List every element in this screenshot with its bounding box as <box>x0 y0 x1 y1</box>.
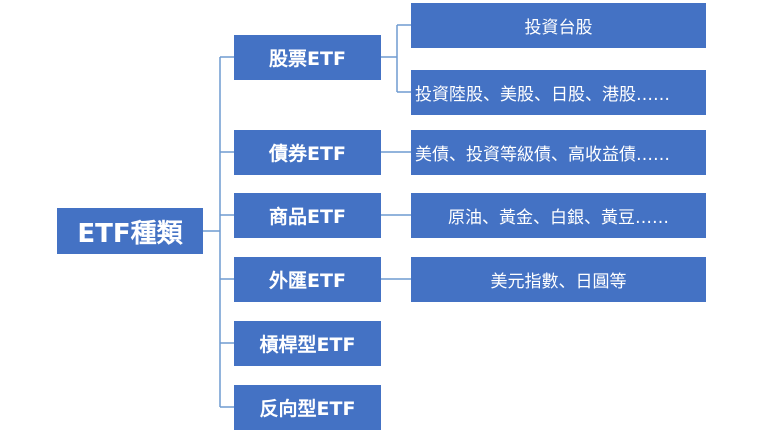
detail-foreign-stocks: 投資陸股、美股、日股、港股…… <box>411 70 706 115</box>
category-leveraged-etf: 槓桿型ETF <box>234 321 381 366</box>
category-inverse-etf: 反向型ETF <box>234 385 381 430</box>
detail-commodity-types: 原油、黃金、白銀、黃豆…… <box>411 193 706 238</box>
detail-currency-types: 美元指數、日圓等 <box>411 257 706 302</box>
category-stock-etf: 股票ETF <box>234 35 381 80</box>
category-bond-etf: 債券ETF <box>234 130 381 175</box>
detail-bond-types: 美債、投資等級債、高收益債…… <box>411 130 706 175</box>
detail-taiwan-stocks: 投資台股 <box>411 3 706 48</box>
root-node-etf-types: ETF種類 <box>57 208 203 254</box>
category-commodity-etf: 商品ETF <box>234 193 381 238</box>
category-forex-etf: 外匯ETF <box>234 257 381 302</box>
